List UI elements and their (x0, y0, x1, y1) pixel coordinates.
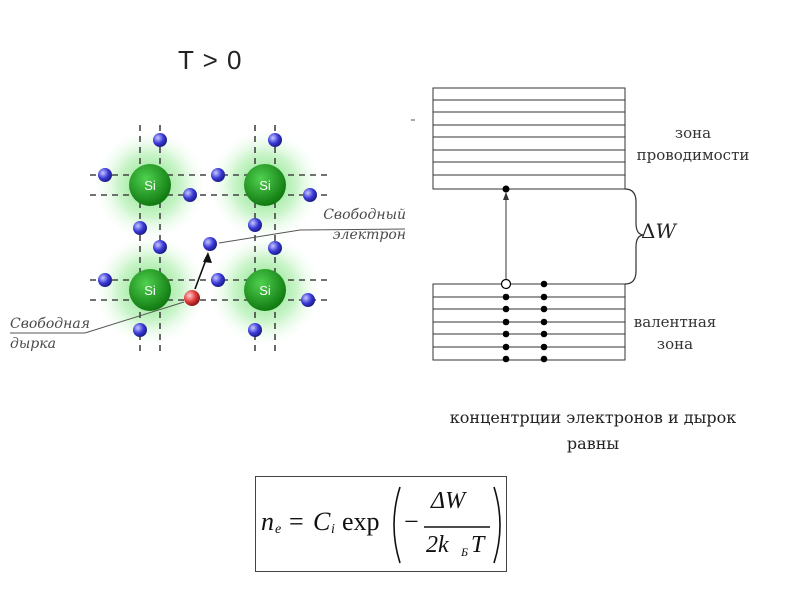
electron (98, 273, 112, 287)
si-atom: Si (129, 269, 171, 311)
formula-lhs-subscript: e (275, 522, 282, 537)
valence-band (432, 283, 626, 361)
valence-electrons (502, 280, 548, 363)
electron (248, 323, 262, 337)
formula-equals: = (289, 507, 304, 536)
free-electron-caption: Свободный электрон (323, 207, 406, 243)
formula-denominator-tail: T (471, 532, 485, 558)
formula-lhs: n (261, 507, 274, 536)
electron (301, 293, 315, 307)
electron (98, 168, 112, 182)
si-atom: Si (244, 269, 286, 311)
hole-pointer (84, 301, 185, 334)
formula-minus: − (404, 507, 419, 536)
formula-coefficient-subscript: i (331, 522, 335, 537)
band-gap-label: ΔW (641, 219, 677, 243)
formula-exp: exp (342, 507, 380, 536)
free-hole-caption: Свободная дырка (10, 316, 90, 352)
si-atom-label: Si (259, 283, 271, 298)
electron (153, 240, 167, 254)
free-electron (203, 237, 217, 251)
electron (211, 273, 225, 287)
conclusion-text: концентрции электронов и дырок равны (449, 408, 737, 453)
si-atom: Si (244, 164, 286, 206)
valence-hole (500, 278, 512, 290)
si-atom-label: Si (144, 178, 156, 193)
formula-box: n e = C i exp − ΔW 2k Б T (255, 476, 507, 572)
electron (248, 218, 262, 232)
silicon-lattice-diagram: Si Si Si Si (10, 125, 406, 355)
electron (211, 168, 225, 182)
formula-parentheses (393, 486, 501, 564)
formula-denominator-subscript: Б (461, 545, 469, 559)
valence-band-label: валентная зона (633, 313, 717, 353)
electron (153, 133, 167, 147)
free-hole (184, 290, 200, 306)
electron (183, 188, 197, 202)
gap-brace (624, 188, 645, 285)
formula-denominator: 2k (426, 532, 449, 558)
electron-pointer (218, 229, 301, 244)
si-atom-label: Si (259, 178, 271, 193)
electron (133, 323, 147, 337)
transition-arrow (194, 256, 208, 290)
page-title: T > 0 (178, 45, 243, 75)
formula-coefficient: C (313, 507, 331, 536)
conduction-band (432, 87, 626, 190)
si-atom-label: Si (144, 283, 156, 298)
electron (303, 188, 317, 202)
electron (133, 221, 147, 235)
electrons (98, 133, 317, 337)
formula-numerator: ΔW (431, 488, 466, 514)
excited-electron (502, 185, 510, 193)
energy-band-diagram (411, 87, 645, 363)
si-atom: Si (129, 164, 171, 206)
conduction-band-label: зона проводимости (636, 124, 750, 164)
arrow-head (203, 252, 212, 263)
electron (268, 241, 282, 255)
electron (268, 133, 282, 147)
